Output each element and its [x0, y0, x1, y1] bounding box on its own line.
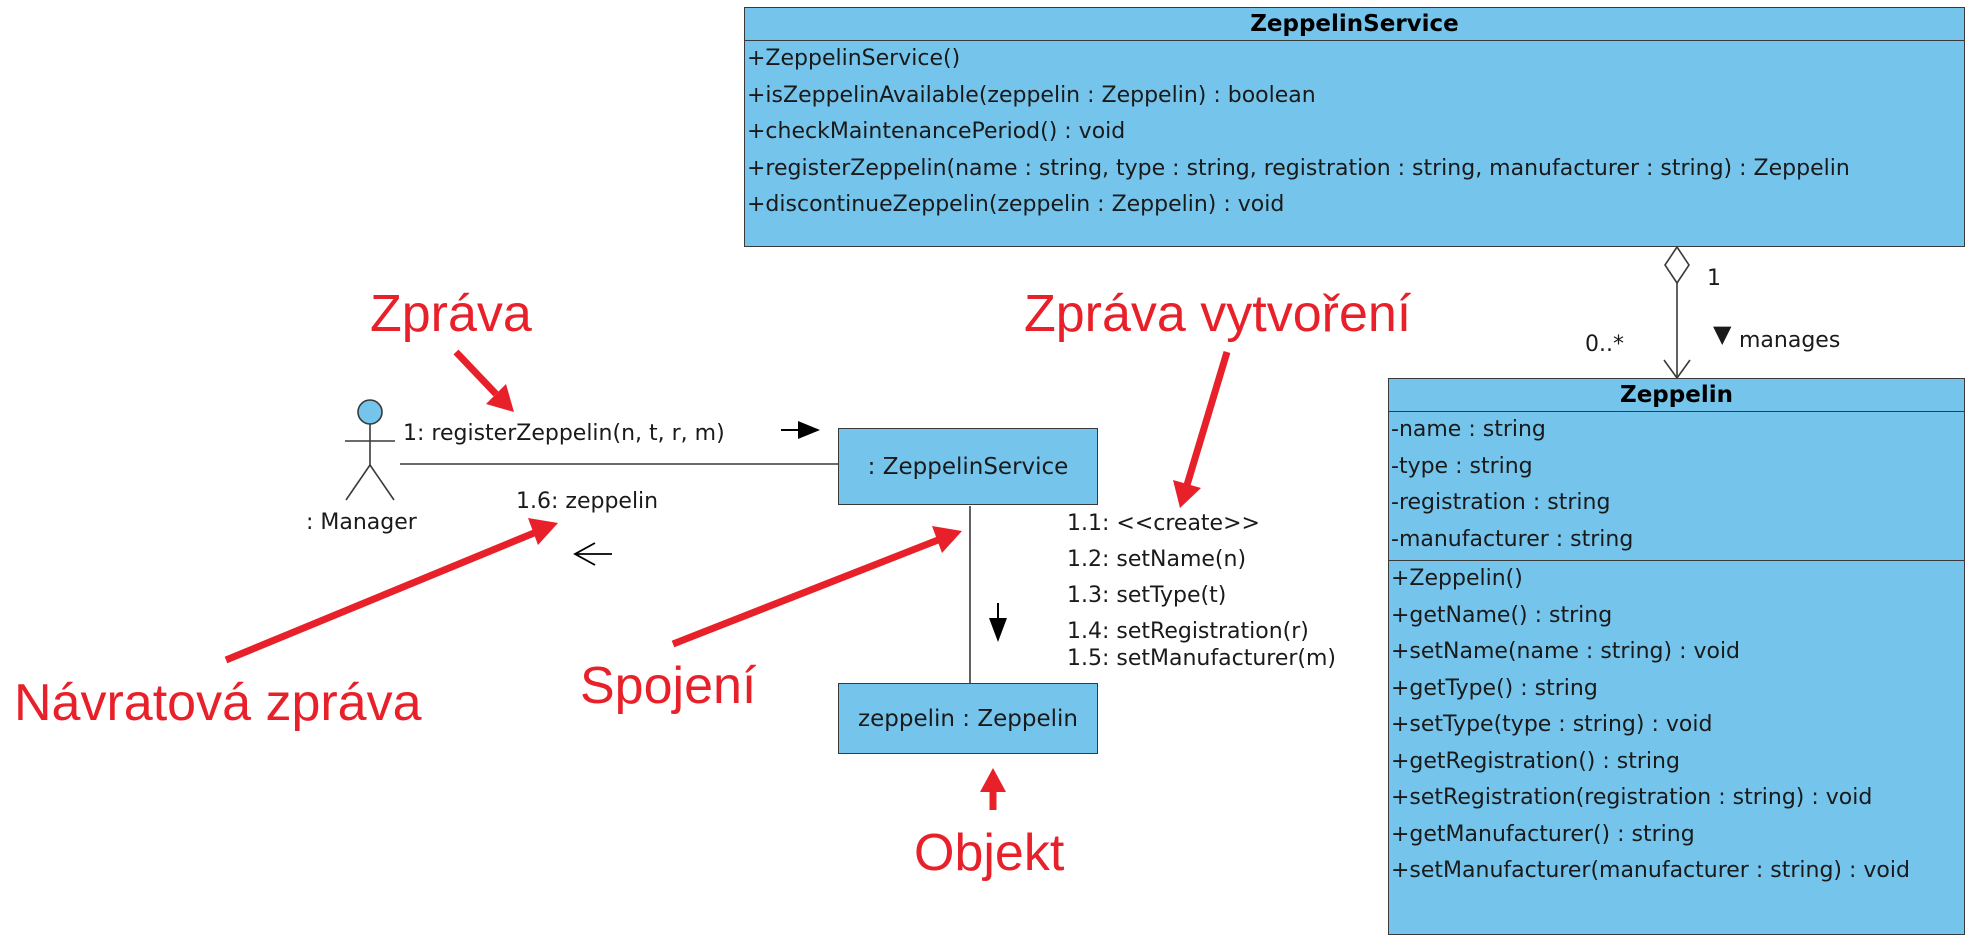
multiplicity-zeppelin: 0..* — [1585, 332, 1624, 357]
operation: +getManufacturer() : string — [1391, 821, 1695, 847]
attribute: -name : string — [1391, 417, 1546, 442]
zeppelin-class: Zeppelin -name : string -type : string -… — [1388, 378, 1965, 935]
actor-figure — [345, 399, 395, 501]
class-attributes: -name : string -type : string -registrat… — [1389, 412, 1964, 561]
messages-to-zeppelin: 1.1: <<create>> 1.2: setName(n) 1.3: set… — [1067, 506, 1336, 674]
message-create: 1.1: <<create>> — [1067, 511, 1260, 536]
operation: +discontinueZeppelin(zeppelin : Zeppelin… — [747, 192, 1285, 217]
class-name: ZeppelinService — [745, 8, 1964, 41]
annotation-object: Objekt — [914, 824, 1065, 882]
operation: +getRegistration() : string — [1391, 748, 1680, 774]
attribute: -manufacturer : string — [1391, 526, 1634, 552]
annotation-arrow-link — [671, 526, 962, 648]
annotation-link: Spojení — [580, 657, 757, 715]
attribute: -type : string — [1391, 453, 1533, 479]
annotation-arrows — [224, 349, 1231, 810]
class-operations: +Zeppelin() +getName() : string +setName… — [1389, 561, 1964, 890]
class-operations: +ZeppelinService() +isZeppelinAvailable(… — [745, 41, 1964, 224]
operation: +setType(type : string) : void — [1391, 712, 1713, 737]
operation: +checkMaintenancePeriod() : void — [747, 119, 1126, 144]
zeppelin-object: zeppelin : Zeppelin — [838, 683, 1098, 754]
annotation-arrow-message — [453, 349, 514, 412]
class-name: Zeppelin — [1389, 379, 1964, 412]
message-register: 1: registerZeppelin(n, t, r, m) — [403, 421, 725, 446]
aggregation-diamond — [1664, 245, 1690, 285]
zeppelin-service-class: ZeppelinService +ZeppelinService() +isZe… — [744, 7, 1965, 247]
message-set-type: 1.3: setType(t) — [1067, 583, 1227, 608]
operation: +setManufacturer(manufacturer : string) … — [1391, 858, 1910, 883]
association-direction-marker: ▼ — [1713, 320, 1732, 348]
attribute: -registration : string — [1391, 490, 1611, 515]
annotation-message: Zpráva — [370, 285, 532, 343]
annotation-create-message: Zpráva vytvoření — [1024, 285, 1412, 343]
message-set-manufacturer: 1.5: setManufacturer(m) — [1067, 646, 1336, 671]
message-arrow-right — [781, 421, 820, 439]
operation: +registerZeppelin(name : string, type : … — [747, 155, 1850, 181]
association-name: manages — [1739, 328, 1841, 353]
operation: +ZeppelinService() — [747, 46, 961, 71]
operation: +getName() : string — [1391, 602, 1613, 628]
actor-name: : Manager — [306, 510, 417, 535]
message-set-name: 1.2: setName(n) — [1067, 547, 1247, 572]
service-object: : ZeppelinService — [838, 428, 1098, 505]
return-arrow-left — [573, 542, 596, 566]
operation: +isZeppelinAvailable(zeppelin : Zeppelin… — [747, 82, 1316, 108]
multiplicity-service: 1 — [1707, 266, 1721, 291]
operation: +setRegistration(registration : string) … — [1391, 785, 1873, 810]
operation: +setName(name : string) : void — [1391, 639, 1741, 664]
annotation-arrow-return — [224, 518, 558, 664]
annotation-arrow-object — [980, 768, 1006, 810]
annotation-return-message: Návratová zpráva — [14, 674, 422, 732]
message-return: 1.6: zeppelin — [516, 489, 659, 514]
aggregation-association — [1663, 245, 1691, 380]
actor-head — [357, 399, 383, 425]
annotation-arrow-create — [1173, 350, 1231, 508]
message-set-registration: 1.4: setRegistration(r) — [1067, 619, 1309, 644]
operation: +Zeppelin() — [1391, 566, 1523, 591]
message-arrow-down — [989, 603, 1007, 642]
operation: +getType() : string — [1391, 675, 1598, 701]
